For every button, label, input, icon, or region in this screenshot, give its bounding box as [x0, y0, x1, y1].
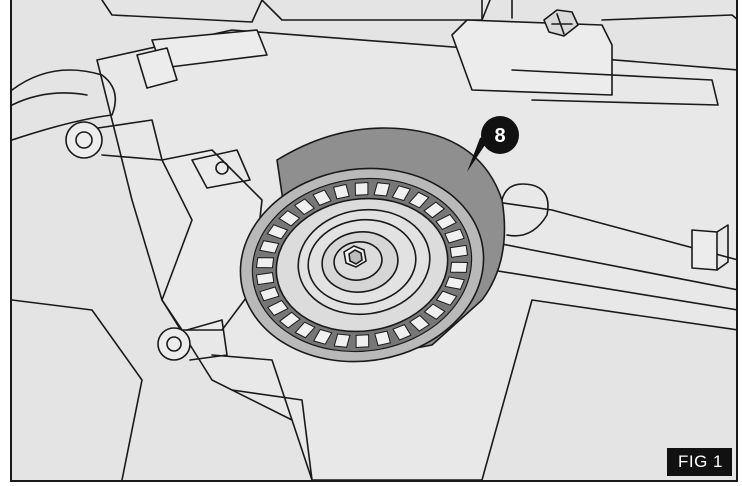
pulley-rib-slot [444, 228, 465, 244]
callout-badge [481, 116, 519, 154]
upper-mount [451, 19, 613, 96]
pulley-rib-slot [392, 323, 412, 341]
pulley-rib-slot [449, 244, 469, 258]
pulley-rib-slot [293, 198, 316, 216]
pulley-rib-slot [266, 224, 289, 240]
top-bolt [543, 9, 579, 37]
callout-8: 8 [467, 116, 519, 172]
pulley-rib-holes [255, 181, 469, 349]
pulley-rib-slot [278, 210, 301, 227]
pulley-rib-slot [294, 321, 316, 339]
pulley-rib-slot [449, 261, 469, 273]
pulley-rib-slot [312, 328, 333, 345]
left-bracket [161, 149, 263, 331]
pulley-rib-slot [408, 314, 431, 332]
pulley-rib-slot [423, 303, 446, 320]
pulley-rib-slot [354, 181, 369, 196]
left-pipe-connector [65, 121, 103, 159]
pulley-rib-slot [255, 257, 275, 269]
pulley-rib-slot [333, 333, 351, 348]
figure-label: FIG 1 [666, 448, 732, 476]
pulley-rib-slot [444, 276, 465, 290]
pulley-rib-slot [267, 299, 289, 317]
pulley-rib-slot [278, 311, 301, 329]
pulley-rib-slot [355, 334, 370, 349]
lower-left-connector [157, 327, 191, 361]
pulley-rib-slot [332, 183, 350, 200]
right-rail [481, 199, 736, 291]
pulley-rib-slot [391, 185, 412, 202]
pulley-rib-slot [435, 290, 458, 306]
engine-illustration: 8 [12, 0, 736, 480]
callout-number: 8 [494, 125, 505, 147]
left-hose [12, 69, 117, 141]
pulley-rib-slot [408, 191, 430, 209]
pulley-rib-slot [374, 330, 392, 347]
pulley-rib-slot [423, 201, 446, 219]
idler-pulley [239, 127, 506, 363]
pulley-rib-slot [373, 182, 391, 197]
diagram-figure: 8 FIG 1 [10, 0, 738, 482]
pulley-rib-slot [259, 286, 280, 302]
pulley-rib-slot [435, 213, 457, 231]
pulley-rib-slot [255, 272, 275, 286]
pulley-rib-slot [312, 189, 332, 207]
top-housing [101, 0, 263, 23]
pulley-rib-slot [259, 240, 280, 254]
